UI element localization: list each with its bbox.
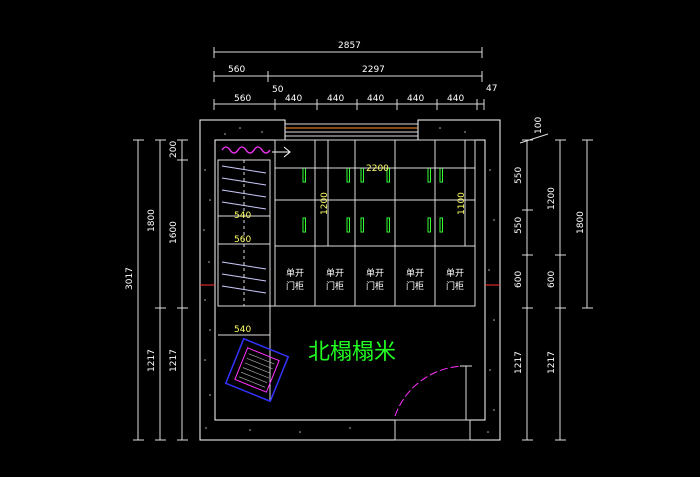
top-dimensions — [213, 47, 485, 110]
dim-right-col1-3: 1217 — [514, 351, 524, 374]
dim-right-col2-2: 1217 — [547, 351, 557, 374]
shelf-width-3: 540 — [234, 325, 251, 335]
dim-right-col2-1: 600 — [547, 271, 557, 288]
cabinet-labels: 单开 门柜 单开 门柜 单开 门柜 单开 门柜 单开 门柜 — [286, 267, 464, 292]
cabinet-3-line1: 单开 — [366, 267, 384, 279]
left-dimensions — [133, 139, 188, 441]
hangers — [221, 165, 267, 294]
cabinet-height-2: 1100 — [457, 192, 467, 215]
dim-left-total: 3017 — [125, 267, 135, 290]
cabinet-height-1: 1200 — [320, 192, 330, 215]
shelf-width-2: 560 — [234, 235, 251, 245]
shelf-width-1: 540 — [234, 211, 251, 221]
cabinet-3-line2: 门柜 — [366, 280, 384, 292]
dim-right-col1-1: 550 — [514, 217, 524, 234]
cabinet-4-line2: 门柜 — [406, 280, 424, 292]
interior-width: 2200 — [366, 164, 389, 174]
cabinet-2-line2: 门柜 — [326, 280, 344, 292]
interior-dim-lines — [275, 140, 475, 246]
window — [285, 123, 418, 137]
dim-left-inner-mid: 1600 — [169, 221, 179, 244]
dim-top-row3-5: 440 — [447, 94, 464, 104]
dim-top-row3-4: 440 — [407, 94, 424, 104]
cabinet-1-line1: 单开 — [286, 267, 304, 279]
chair — [224, 337, 290, 403]
dim-top-total: 2857 — [338, 41, 361, 51]
cabinet-5-line1: 单开 — [446, 267, 464, 279]
dim-top-row2-right: 2297 — [362, 65, 385, 75]
dim-top-row3-right: 47 — [486, 84, 497, 94]
dim-left-inner-top: 200 — [169, 141, 179, 158]
curtain — [221, 146, 271, 154]
dim-top-row3-0: 560 — [234, 94, 251, 104]
dim-right-small: 100 — [534, 117, 544, 134]
dim-top-row3-2: 440 — [327, 94, 344, 104]
right-dimensions — [519, 133, 593, 441]
dim-right-col3-0: 1800 — [576, 211, 586, 234]
cabinet-4-line1: 单开 — [406, 267, 424, 279]
dim-right-col1-2: 600 — [514, 271, 524, 288]
dim-top-row3-3: 440 — [367, 94, 384, 104]
dim-left-mid-top: 1800 — [147, 209, 157, 232]
cabinet-2-line1: 单开 — [326, 267, 344, 279]
dim-left-inner-bottom: 1217 — [169, 349, 179, 372]
cabinet-1-line2: 门柜 — [286, 280, 304, 292]
room-label: 北榻榻米 — [308, 340, 396, 365]
dim-right-col2-0: 1200 — [547, 187, 557, 210]
dim-right-col1-0: 550 — [514, 167, 524, 184]
dim-top-row2-small: 50 — [272, 85, 284, 95]
door-swing — [394, 365, 467, 417]
dim-left-mid-bottom: 1217 — [147, 349, 157, 372]
dim-top-row2-left: 560 — [228, 65, 245, 75]
cabinet-5-line2: 门柜 — [446, 280, 464, 292]
dim-top-row3-1: 440 — [285, 94, 302, 104]
